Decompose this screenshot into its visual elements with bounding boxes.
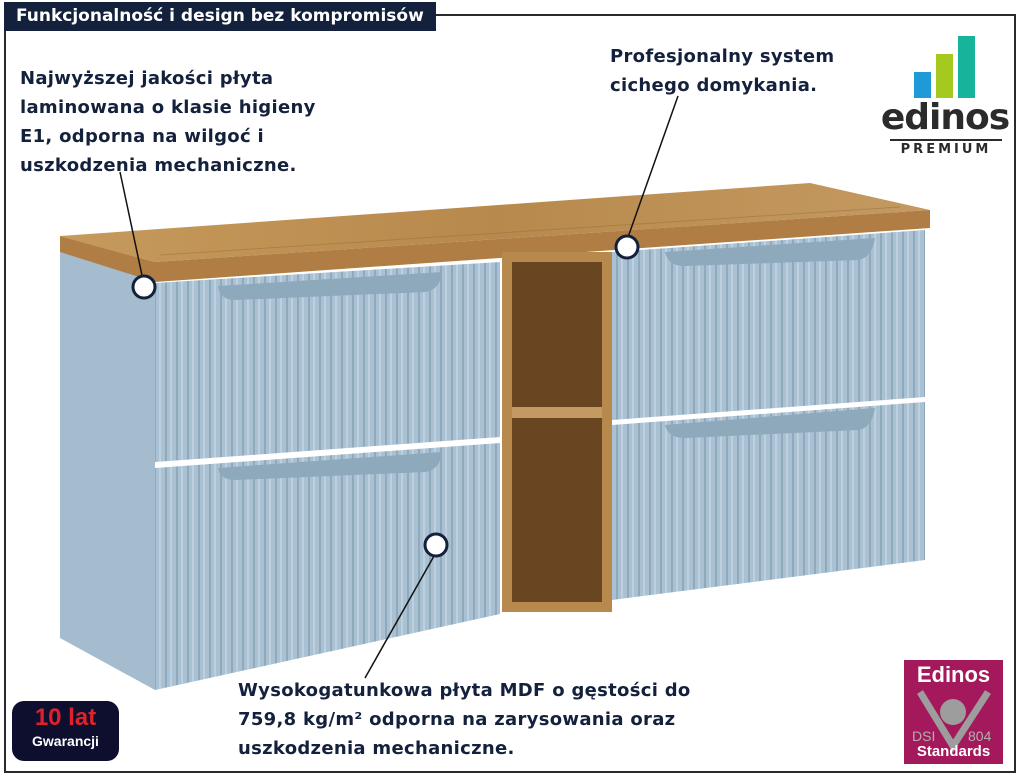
- callout-line: uszkodzenia mechaniczne.: [238, 738, 515, 759]
- logo-bar-icon: [914, 72, 931, 98]
- standards-bottom: Standards: [916, 743, 991, 760]
- warranty-badge: 10 lat Gwarancji: [12, 701, 119, 761]
- page-title: Funkcjonalność i design bez kompromisów: [4, 2, 436, 31]
- logo-wordmark: edinos: [880, 97, 1010, 138]
- countertop-top: [60, 183, 930, 262]
- callout-soft-close: Profesjonalny system cichego domykania.: [610, 42, 890, 100]
- callout-line: Profesjonalny system: [610, 46, 835, 67]
- callout-laminate: Najwyższej jakości płyta laminowana o kl…: [20, 64, 380, 180]
- handle-top-left: [218, 272, 442, 300]
- drawer-top-right: [612, 230, 925, 420]
- edinos-premium-logo: edinos PREMIUM: [880, 26, 1010, 161]
- marker-dot-soft-close: [614, 234, 640, 260]
- drawer-top-left: [155, 262, 500, 462]
- marker-dot-laminate: [131, 274, 157, 300]
- logo-bar-icon: [936, 54, 953, 98]
- standards-right: 804: [968, 728, 992, 744]
- standards-top: Edinos: [916, 662, 991, 687]
- callout-line: Wysokogatunkowa płyta MDF o gęstości do: [238, 680, 691, 701]
- drawer-bottom-right: [612, 402, 925, 600]
- callout-line: uszkodzenia mechaniczne.: [20, 155, 297, 176]
- handle-bottom-left: [218, 452, 442, 480]
- check-v-icon: [917, 690, 991, 753]
- image-frame: [4, 14, 1016, 773]
- callout-line: Najwyższej jakości płyta: [20, 68, 274, 89]
- callout-line: E1, odporna na wilgoć i: [20, 126, 264, 147]
- marker-dot-mdf: [423, 532, 449, 558]
- logo-divider: [890, 139, 1002, 141]
- callout-line: laminowana o klasie higieny: [20, 97, 316, 118]
- callout-mdf: Wysokogatunkowa płyta MDF o gęstości do …: [238, 676, 758, 763]
- warranty-label: Gwarancji: [32, 733, 99, 749]
- standards-left: DSI: [912, 728, 936, 744]
- logo-subtitle: PREMIUM: [900, 142, 992, 157]
- warranty-years: 10 lat: [34, 704, 97, 731]
- handle-bottom-right: [665, 408, 875, 438]
- countertop-edge: [60, 210, 930, 282]
- cabinet-side-panel: [60, 252, 155, 690]
- callout-line: 759,8 kg/m² odporna na zarysowania oraz: [238, 709, 676, 730]
- standards-badge: Edinos DSI 804 Standards: [904, 660, 1003, 764]
- logo-bar-icon: [958, 36, 975, 98]
- handle-top-right: [665, 238, 875, 266]
- drawer-bottom-left: [155, 443, 500, 690]
- callout-line: cichego domykania.: [610, 75, 818, 96]
